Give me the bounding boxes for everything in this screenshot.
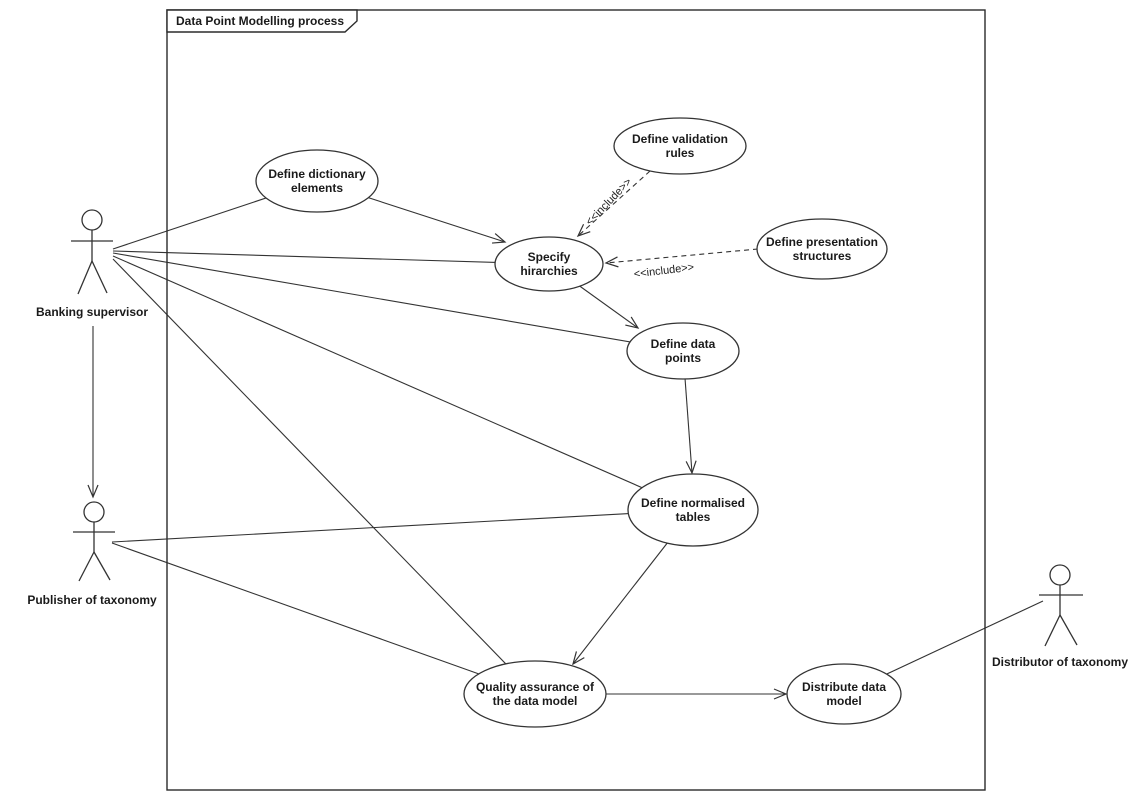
use-case-specify-hirarchies[interactable] bbox=[494, 236, 604, 292]
include-arrow-presentation-to-specify bbox=[604, 248, 759, 268]
frame-title: Data Point Modelling process bbox=[176, 14, 345, 28]
assoc-supervisor-normalised bbox=[112, 255, 694, 511]
include-arrows bbox=[576, 170, 759, 268]
actor-label-publisher-of-taxonomy: Publisher of taxonomy bbox=[27, 593, 157, 607]
actor-publisher-of-taxonomy[interactable] bbox=[73, 501, 115, 582]
actor-banking-supervisor[interactable] bbox=[71, 209, 113, 295]
actor-label-banking-supervisor: Banking supervisor bbox=[35, 305, 149, 319]
actor-leg-right bbox=[93, 551, 111, 581]
actor-leg-left bbox=[1044, 614, 1061, 647]
frame-title-tab bbox=[166, 9, 358, 33]
use-case-define-validation-rules[interactable] bbox=[613, 117, 747, 175]
use-case-define-data-points[interactable] bbox=[626, 322, 740, 380]
actor-head bbox=[83, 501, 105, 523]
include-arrow-validation-to-specify bbox=[576, 170, 651, 238]
assoc-publisher-quality bbox=[111, 542, 536, 695]
use-case-define-presentation-structures[interactable] bbox=[756, 218, 888, 280]
assoc-supervisor-specify bbox=[112, 250, 550, 265]
assoc-supervisor-quality bbox=[112, 258, 536, 695]
flow-arrows bbox=[87, 180, 788, 700]
assoc-supervisor-datapoints bbox=[112, 252, 684, 352]
actor-head bbox=[81, 209, 103, 231]
actor-leg-left bbox=[77, 260, 93, 295]
use-case-distribute-data-model[interactable] bbox=[786, 663, 902, 725]
association-lines bbox=[111, 180, 1044, 695]
use-case-define-dictionary-elements[interactable] bbox=[255, 149, 379, 213]
actor-head bbox=[1049, 564, 1071, 586]
assoc-publisher-normalised bbox=[111, 509, 694, 543]
diagram-frame bbox=[166, 9, 986, 791]
use-case-quality-assurance[interactable] bbox=[463, 660, 607, 728]
actor-leg-right bbox=[91, 260, 108, 294]
use-case-shapes bbox=[255, 117, 902, 728]
use-case-define-normalised-tables[interactable] bbox=[627, 473, 759, 547]
actor-leg-right bbox=[1059, 614, 1078, 646]
actor-label-distributor-of-taxonomy: Distributor of taxonomy bbox=[991, 655, 1129, 669]
actor-distributor-of-taxonomy[interactable] bbox=[1039, 564, 1083, 647]
actor-leg-left bbox=[78, 551, 95, 582]
